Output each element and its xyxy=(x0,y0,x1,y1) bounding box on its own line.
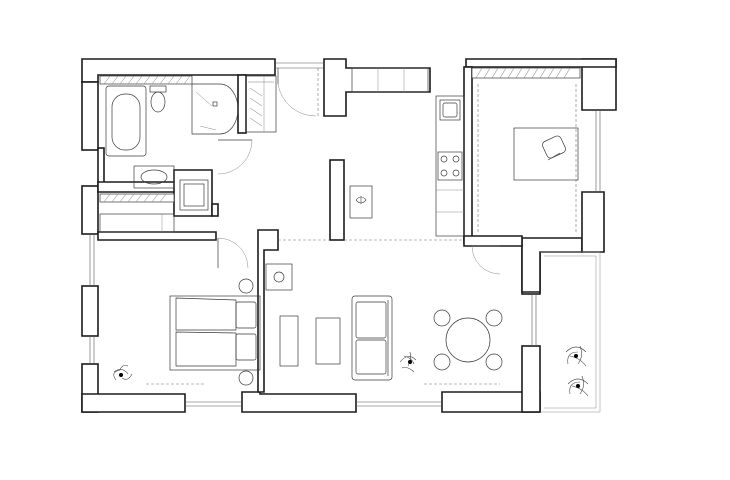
wall-bath-bottom xyxy=(97,181,177,193)
nightstand-lamp xyxy=(238,370,254,386)
wall-left-bed xyxy=(81,285,99,337)
plant-icon xyxy=(355,196,367,204)
plant-icon xyxy=(399,351,417,373)
washbasin-icon xyxy=(133,165,175,189)
windows xyxy=(89,62,601,407)
plant-icon xyxy=(567,375,589,397)
bathroom xyxy=(99,75,239,233)
wall-bath-right xyxy=(237,74,247,134)
walls xyxy=(81,58,617,413)
wall-office-bottom xyxy=(463,235,523,247)
bedroom xyxy=(113,278,261,386)
wall-right-step xyxy=(521,237,583,293)
living-room xyxy=(265,263,503,385)
office xyxy=(471,67,581,232)
double-bed-icon xyxy=(169,295,261,371)
shower-icon xyxy=(191,83,239,135)
round-table-icon xyxy=(433,309,503,371)
desk xyxy=(513,127,579,181)
kitchen xyxy=(349,67,465,237)
wall-bottom-mid xyxy=(241,391,357,413)
hall-closet xyxy=(245,75,277,133)
wall-left-mid xyxy=(81,185,99,235)
wall-right-bottom xyxy=(521,345,541,413)
wall-bed-living xyxy=(257,229,279,393)
wall-right-office xyxy=(581,191,605,253)
tv-console xyxy=(279,315,299,367)
wall-bottom-left xyxy=(81,393,186,413)
column-central xyxy=(329,159,345,241)
chair-icon xyxy=(542,135,566,161)
nightstand-lamp xyxy=(238,278,254,294)
wall-top-right xyxy=(465,58,617,68)
plant-icon xyxy=(565,345,587,367)
wall-office-partition xyxy=(463,66,473,244)
plant-icon xyxy=(113,365,133,381)
stove-icon xyxy=(437,151,463,181)
sink-icon xyxy=(439,99,461,121)
wall-bath-step xyxy=(97,147,105,187)
toilet-icon xyxy=(149,85,167,113)
wall-bed-top xyxy=(97,231,217,241)
wall-top-kitchen xyxy=(323,58,431,117)
shower-tray xyxy=(179,179,209,211)
balcony xyxy=(540,251,601,413)
side-table xyxy=(265,263,293,291)
sofa-icon xyxy=(351,295,393,381)
coffee-table xyxy=(315,317,341,365)
wall-bath-jamb xyxy=(211,203,219,217)
bathtub-icon xyxy=(105,85,147,157)
doors xyxy=(217,68,501,275)
wall-left-bath xyxy=(81,81,99,151)
